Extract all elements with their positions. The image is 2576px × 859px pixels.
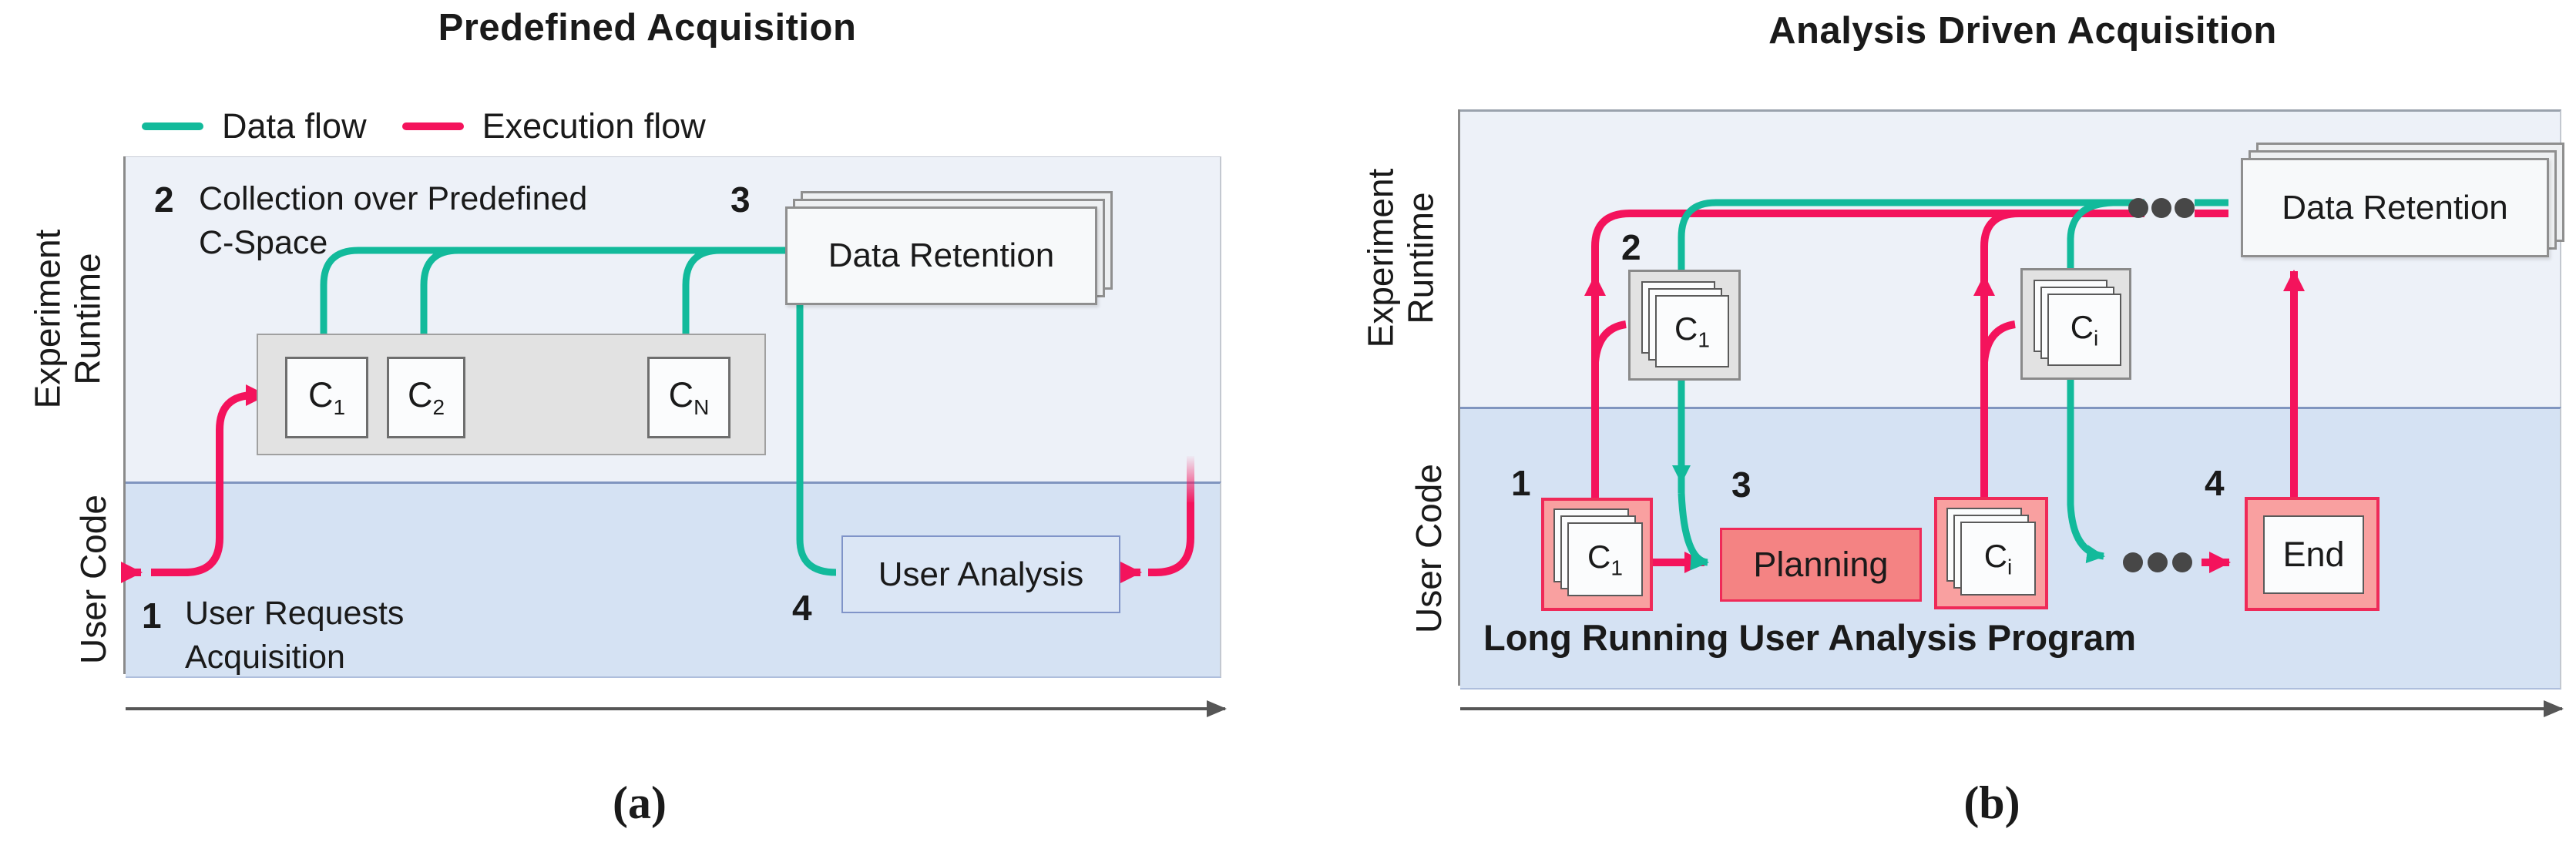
step-2-number: 2: [154, 180, 174, 220]
panel-b-usercode-axis-label: User Code: [1409, 464, 1449, 633]
step-1-number: 1: [142, 596, 162, 636]
collection-c1-box: C1: [285, 357, 368, 438]
execution-flow-label: Execution flow: [482, 106, 706, 146]
runtime-ci-stack: Ci: [2020, 268, 2131, 380]
user-ci-stack: Ci: [1934, 497, 2048, 609]
user-analysis-box: User Analysis: [841, 535, 1120, 613]
step-1-number-b: 1: [1511, 463, 1531, 503]
collection-c2-box: C2: [387, 357, 465, 438]
panel-b-runtime-axis-label: Experiment Runtime: [1360, 168, 1440, 348]
execution-flow-swatch: [401, 122, 464, 130]
planning-box: Planning: [1720, 528, 1922, 602]
data-retention-stack-a: Data Retention: [785, 191, 1113, 305]
legend: Data flow Execution flow: [142, 106, 723, 146]
step-2-annotation: Collection over Predefined C-Space: [199, 180, 588, 261]
step-3-number-b: 3: [1731, 465, 1751, 505]
data-flow-swatch: [142, 122, 203, 130]
end-box: End: [2245, 497, 2380, 611]
panel-b-title: Analysis Driven Acquisition: [1768, 10, 2277, 52]
panel-b-caption: (b): [1963, 777, 2020, 828]
panel-a-usercode-axis-label: User Code: [73, 495, 114, 664]
user-c1-stack: C1: [1541, 498, 1653, 611]
panel-a-runtime-axis-label: Experiment Runtime: [27, 229, 107, 409]
step-4-number: 4: [792, 588, 812, 628]
long-running-label: Long Running User Analysis Program: [1483, 617, 2136, 658]
runtime-c1-stack: C1: [1628, 270, 1741, 381]
data-retention-stack-b: Data Retention: [2241, 143, 2564, 257]
collection-cn-box: CN: [647, 357, 730, 438]
data-flow-label: Data flow: [222, 106, 367, 146]
panel-a-y-axis: [123, 156, 126, 674]
panel-a-title: Predefined Acquisition: [438, 7, 857, 49]
step-3-number: 3: [730, 180, 751, 220]
step-2-number-b: 2: [1621, 227, 1641, 267]
panel-a-caption: (a): [613, 777, 667, 828]
panel-b-y-axis: [1458, 109, 1460, 686]
step-1-annotation: User Requests Acquisition: [185, 595, 405, 676]
step-4-number-b: 4: [2205, 463, 2225, 503]
